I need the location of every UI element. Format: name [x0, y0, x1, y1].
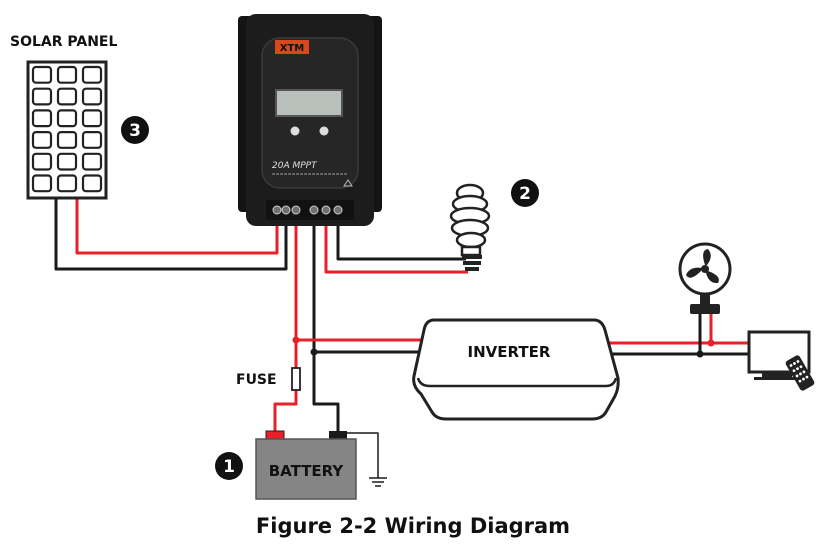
battery-positive-wire [273, 222, 298, 432]
warning-triangle-icon [343, 179, 353, 187]
terminal-screw [291, 205, 301, 215]
solar-cell [56, 131, 78, 149]
marker-2: 2 [511, 179, 539, 207]
solar-cell [81, 174, 103, 193]
battery-negative-terminal [329, 431, 347, 440]
marker-1-number: 1 [223, 457, 235, 477]
marker-1: 1 [215, 452, 243, 480]
panel-positive-wire [75, 196, 279, 255]
junction-dot [696, 350, 704, 358]
fuse-label: FUSE [236, 372, 277, 388]
menu-button [290, 126, 300, 136]
terminal-screw [333, 205, 343, 215]
terminal-screw [321, 205, 331, 215]
marker-2-number: 2 [519, 184, 531, 204]
model-label: 20A MPPT [272, 161, 318, 171]
load-negative-wire [336, 222, 466, 261]
solar-cell [56, 109, 78, 128]
inverter-label: INVERTER [468, 343, 551, 361]
solar-cell [81, 65, 103, 84]
solar-cell [31, 152, 53, 171]
battery: BATTERY [255, 430, 357, 500]
wires [54, 196, 748, 478]
solar-panel-icon [26, 60, 108, 200]
solar-cell [31, 65, 53, 84]
brand-logo: XTM [280, 43, 305, 54]
fuse-icon [291, 367, 301, 391]
light-bulb-icon [449, 183, 491, 271]
brand-badge [275, 40, 309, 54]
inverter: INVERTER [412, 318, 620, 421]
junction-dot [310, 348, 318, 356]
solar-cell [81, 152, 103, 171]
marker-3: 3 [121, 116, 149, 144]
solar-cell [56, 87, 78, 106]
fan-icon [678, 242, 732, 314]
battery-label: BATTERY [269, 462, 345, 480]
terminal-screw [281, 205, 291, 215]
solar-panel-label: SOLAR PANEL [10, 34, 117, 50]
marker-3-number: 3 [129, 121, 141, 141]
solar-cell [56, 174, 78, 193]
solar-cell [56, 152, 78, 171]
battery-negative-wire [312, 222, 340, 432]
solar-cell [31, 87, 53, 106]
solar-cell [31, 109, 53, 128]
load-positive-wire [324, 222, 468, 274]
charge-controller-icon: XTM 20A MPPT [238, 14, 382, 226]
solar-cell [56, 65, 78, 84]
solar-cell [81, 109, 103, 128]
junction-dot [707, 339, 715, 347]
solar-cell [31, 174, 53, 193]
panel-negative-wire [54, 196, 288, 271]
terminal-screw [309, 205, 319, 215]
solar-cell [81, 131, 103, 149]
figure-caption: Figure 2-2 Wiring Diagram [255, 514, 571, 538]
solar-cell [31, 131, 53, 149]
remote-icon [785, 355, 815, 391]
solar-cell [81, 87, 103, 106]
terminal-screw [272, 205, 282, 215]
lcd-screen [275, 89, 343, 117]
set-button [319, 126, 329, 136]
junction-dot [292, 336, 300, 344]
ground-icon [369, 477, 387, 487]
